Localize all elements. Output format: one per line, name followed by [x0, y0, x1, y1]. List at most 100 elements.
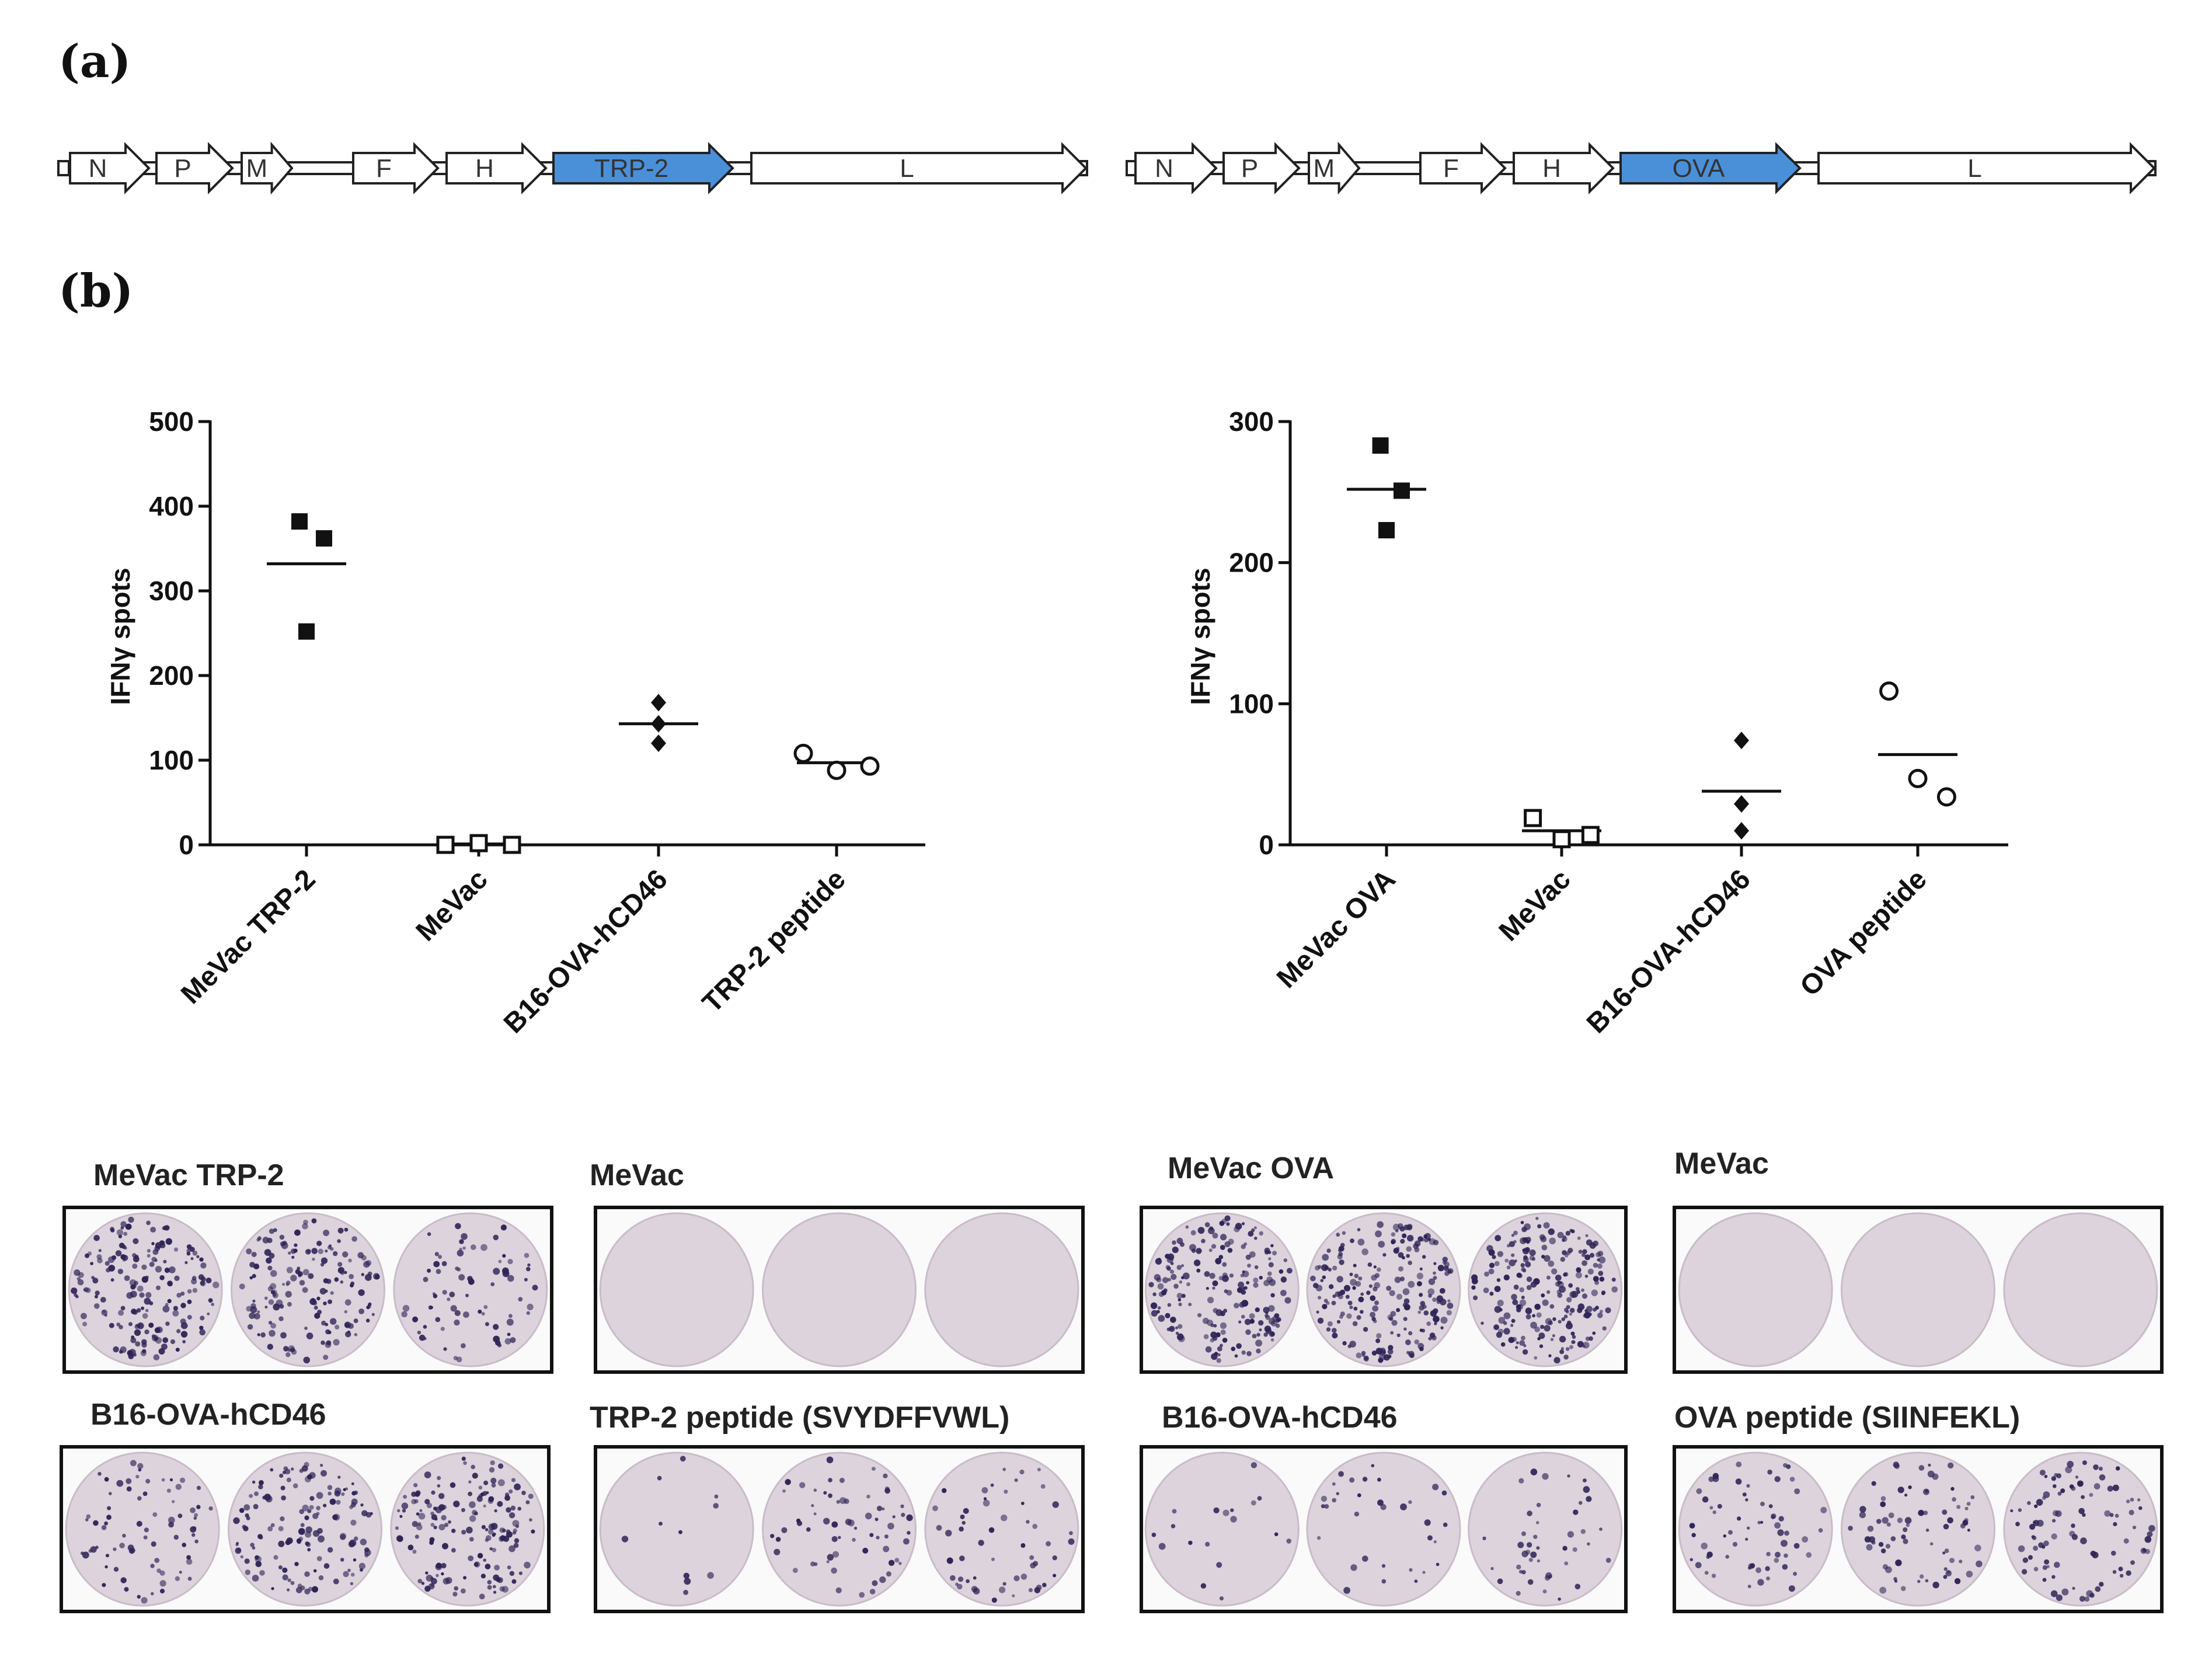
elispot-spot: [95, 1290, 100, 1296]
elispot-spot: [2126, 1570, 2131, 1576]
elispot-spot: [1774, 1558, 1779, 1563]
elispot-spot: [162, 1337, 169, 1343]
elispot-spot: [1205, 1346, 1212, 1353]
y-tick-label: 200: [149, 660, 194, 691]
elispot-spot: [1279, 1269, 1284, 1274]
elispot-spot: [267, 1343, 273, 1350]
elispot-spot: [524, 1252, 530, 1258]
well-panel-title: MeVac: [590, 1158, 684, 1192]
elispot-spot: [318, 1535, 325, 1543]
elispot-spot: [126, 1478, 132, 1484]
elispot-spot: [1374, 1273, 1380, 1278]
elispot-spot: [233, 1517, 240, 1524]
elispot-spot: [479, 1593, 485, 1600]
elispot-spot: [497, 1479, 505, 1487]
elispot-spot: [1270, 1293, 1275, 1298]
elispot-spot: [452, 1592, 458, 1597]
elispot-spot: [1178, 1324, 1183, 1329]
gene-label: H: [1542, 154, 1561, 183]
elispot-spot: [451, 1548, 456, 1553]
elispot-spot: [316, 1241, 322, 1247]
elispot-spot: [810, 1561, 816, 1567]
elispot-spot: [838, 1536, 841, 1539]
elispot-spot: [101, 1525, 107, 1530]
elispot-spot: [328, 1245, 332, 1249]
elispot-spot: [1256, 1332, 1260, 1337]
elispot-spot: [155, 1266, 162, 1273]
elispot-spot: [1528, 1558, 1533, 1562]
elispot-spot: [349, 1539, 357, 1547]
elispot-spot: [2099, 1582, 2104, 1587]
elispot-spot: [119, 1543, 125, 1548]
elispot-spot: [799, 1482, 806, 1488]
elispot-spot: [175, 1484, 182, 1490]
elispot-spot: [2060, 1488, 2065, 1494]
elispot-spot: [1036, 1585, 1042, 1590]
elispot-spot: [1336, 1492, 1339, 1495]
elispot-spot: [490, 1477, 497, 1484]
elispot-spot: [1222, 1338, 1228, 1343]
gene-arrow-l: [1817, 142, 2156, 194]
elispot-spot: [1398, 1223, 1403, 1229]
elispot-spot: [106, 1515, 112, 1520]
elispot-spot: [1190, 1230, 1196, 1235]
elispot-spot: [239, 1508, 245, 1513]
elispot-spot: [1235, 1223, 1242, 1230]
elispot-spot: [1516, 1564, 1521, 1570]
elispot-spot: [1593, 1307, 1597, 1312]
elispot-spot: [1259, 1231, 1263, 1236]
elispot-spot: [454, 1586, 458, 1591]
elispot-spot: [130, 1290, 137, 1298]
elispot-spot: [1029, 1555, 1034, 1560]
elispot-spot: [267, 1265, 273, 1270]
elispot-spot: [1433, 1262, 1437, 1265]
elispot-spot: [1230, 1508, 1234, 1512]
gene-label: M: [1313, 154, 1335, 183]
elispot-spot: [1414, 1247, 1420, 1252]
elispot-spot: [328, 1491, 332, 1496]
elispot-spot: [1436, 1300, 1441, 1304]
elispot-spot: [1257, 1496, 1262, 1501]
elispot-spot: [1737, 1516, 1741, 1521]
elispot-spot: [169, 1478, 173, 1482]
gene-label: L: [900, 154, 914, 183]
elispot-spot: [1598, 1270, 1604, 1276]
elispot-spot: [1597, 1258, 1600, 1262]
elispot-spot: [285, 1283, 289, 1286]
elispot-spot: [2118, 1567, 2123, 1572]
elispot-spot: [823, 1517, 830, 1524]
elispot-spot: [1552, 1334, 1555, 1338]
elispot-spot: [907, 1531, 911, 1535]
elispot-spot: [1549, 1237, 1556, 1245]
elispot-spot: [433, 1261, 440, 1268]
elispot-spot: [2075, 1475, 2079, 1479]
elispot-spot: [325, 1249, 328, 1253]
elispot-spot: [493, 1324, 499, 1330]
elispot-spot: [1848, 1526, 1853, 1531]
elispot-spot: [1446, 1310, 1452, 1315]
elispot-spot: [1002, 1467, 1006, 1471]
elispot-spot: [402, 1509, 406, 1513]
elispot-well: [924, 1451, 1079, 1607]
elispot-well: [228, 1451, 382, 1607]
elispot-spot: [1520, 1237, 1527, 1245]
elispot-spot: [483, 1480, 489, 1485]
elispot-spot: [1002, 1582, 1006, 1586]
elispot-spot: [2113, 1522, 2117, 1527]
elispot-spot: [299, 1509, 304, 1515]
elispot-spot: [1402, 1288, 1410, 1296]
elispot-spot: [1416, 1272, 1424, 1280]
data-point-open-square: [469, 834, 488, 852]
elispot-spot: [1966, 1571, 1973, 1578]
elispot-spot: [469, 1501, 476, 1508]
elispot-spot: [435, 1317, 441, 1322]
data-point-filled-diamond: [1734, 795, 1749, 813]
elispot-spot: [1375, 1230, 1382, 1238]
elispot-spot: [194, 1539, 198, 1544]
elispot-spot: [1746, 1484, 1750, 1488]
elispot-spot: [186, 1558, 193, 1565]
elispot-spot: [137, 1285, 144, 1292]
elispot-spot: [436, 1269, 441, 1275]
elispot-spot: [196, 1505, 201, 1509]
